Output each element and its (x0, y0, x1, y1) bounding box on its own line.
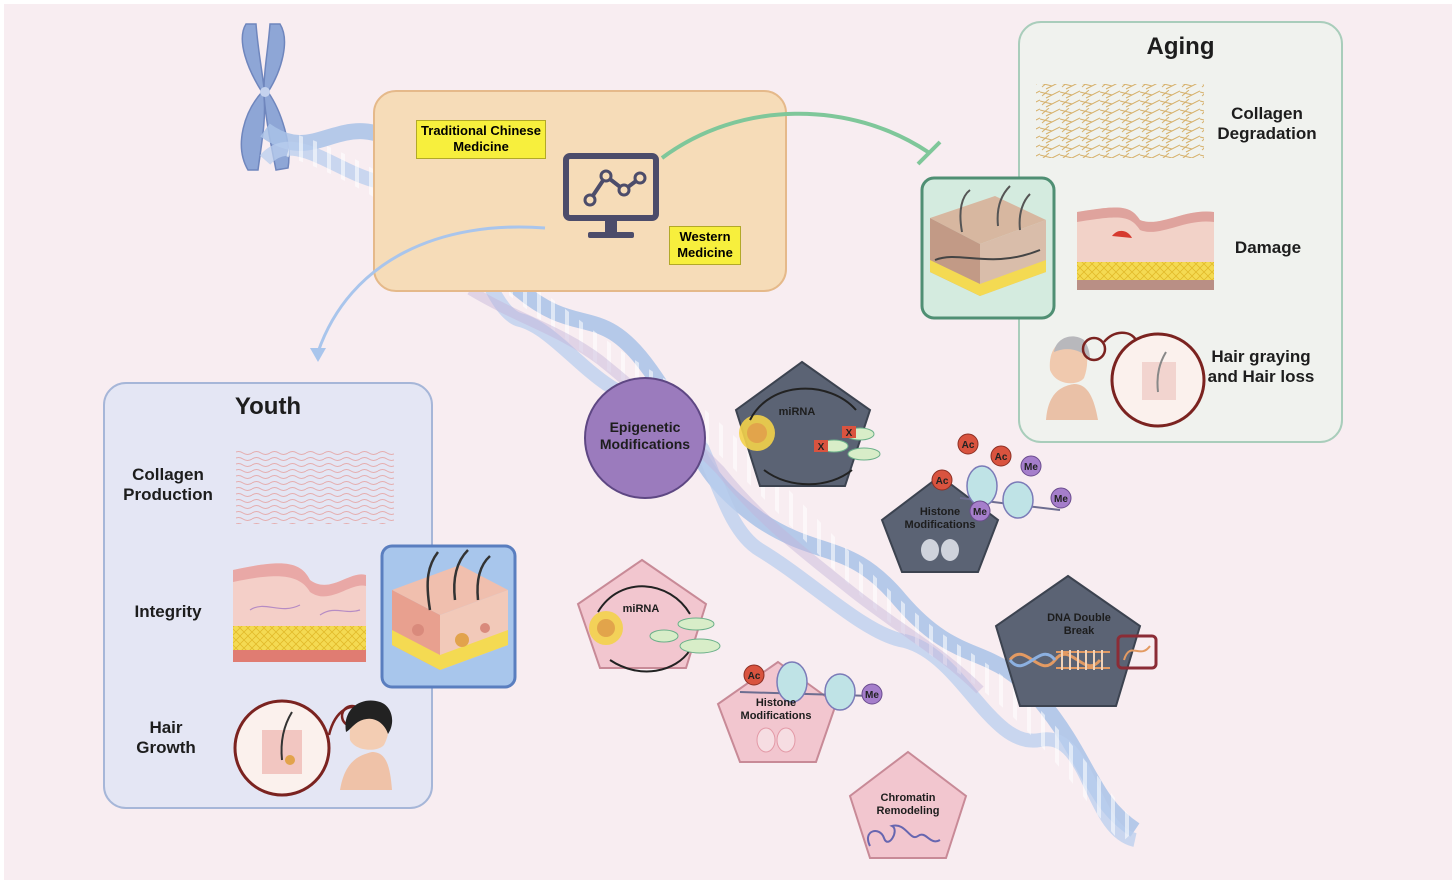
svg-text:Ac: Ac (962, 440, 975, 451)
methyl-badge-4: Me (861, 683, 883, 705)
damage-label: Damage (1234, 238, 1302, 257)
methyl-badge-2: Me (1050, 487, 1072, 509)
svg-text:Ac: Ac (936, 476, 949, 487)
integrity-label: Integrity (134, 602, 202, 621)
collagen-production-label: Collagen Production (123, 465, 213, 505)
hair-follicle-circle-image (233, 699, 367, 797)
western-medicine-tag: Western Medicine (669, 226, 741, 265)
hair-growth-label: Hair Growth (136, 718, 196, 758)
skin-hair-block-image (380, 544, 517, 689)
histone-pentagon-bottom (716, 660, 873, 763)
skin-damage-image (1077, 207, 1214, 290)
dna-break-pentagon (994, 574, 1158, 707)
acetyl-badge-3: Ac (931, 469, 953, 491)
svg-text:Ac: Ac (995, 452, 1008, 463)
young-person-icon (340, 700, 393, 790)
inhibition-x-badge-1: X (846, 428, 853, 439)
methyl-badge-1: Me (1020, 455, 1042, 477)
aged-skin-block-image (920, 176, 1056, 320)
svg-text:Me: Me (973, 507, 987, 518)
acetyl-badge-2: Ac (990, 445, 1012, 467)
mirna-pentagon-bottom (576, 558, 721, 673)
svg-text:Ac: Ac (748, 671, 761, 682)
epigenetic-circle (584, 377, 706, 499)
collagen-degradation-image (1036, 84, 1204, 158)
collagen-production-image (236, 450, 394, 524)
mirna-bottom-label: miRNA (622, 603, 660, 615)
svg-text:Me: Me (1024, 462, 1038, 473)
dna-double-break-label: DNA Double Break (1047, 612, 1111, 638)
epigenetic-modifications-label: Epigenetic Modifications (599, 419, 691, 452)
youth-title: Youth (234, 393, 302, 420)
histone-bottom-label: Histone Modifications (740, 697, 812, 723)
inhibition-x-badge-2: X (818, 442, 825, 453)
monitor-analytics-icon (563, 153, 659, 238)
aging-title: Aging (1146, 33, 1215, 60)
svg-text:X: X (818, 442, 825, 453)
aged-follicle-circle-image (1081, 331, 1206, 428)
svg-text:Me: Me (865, 690, 879, 701)
tcm-tag: Traditional Chinese Medicine (416, 120, 546, 159)
acetyl-badge-1: Ac (957, 433, 979, 455)
chromatin-remodeling-label: Chromatin Remodeling (876, 792, 940, 818)
acetyl-badge-4: Ac (743, 664, 765, 686)
histone-pentagon-top (880, 465, 1061, 573)
chromatin-pentagon (848, 750, 968, 859)
svg-text:Me: Me (1054, 494, 1068, 505)
mirna-pentagon-top (734, 360, 881, 487)
histone-top-label: Histone Modifications (904, 506, 976, 532)
mirna-top-label: miRNA (778, 406, 816, 418)
youth-arrow (310, 225, 546, 362)
svg-text:X: X (846, 428, 853, 439)
methyl-badge-3: Me (969, 500, 991, 522)
elderly-person-icon (1046, 336, 1098, 420)
skin-integrity-image (233, 563, 366, 662)
inhibit-arrow (660, 111, 942, 166)
hair-graying-label: Hair graying and Hair loss (1207, 347, 1315, 387)
collagen-degradation-label: Collagen Degradation (1217, 104, 1317, 144)
